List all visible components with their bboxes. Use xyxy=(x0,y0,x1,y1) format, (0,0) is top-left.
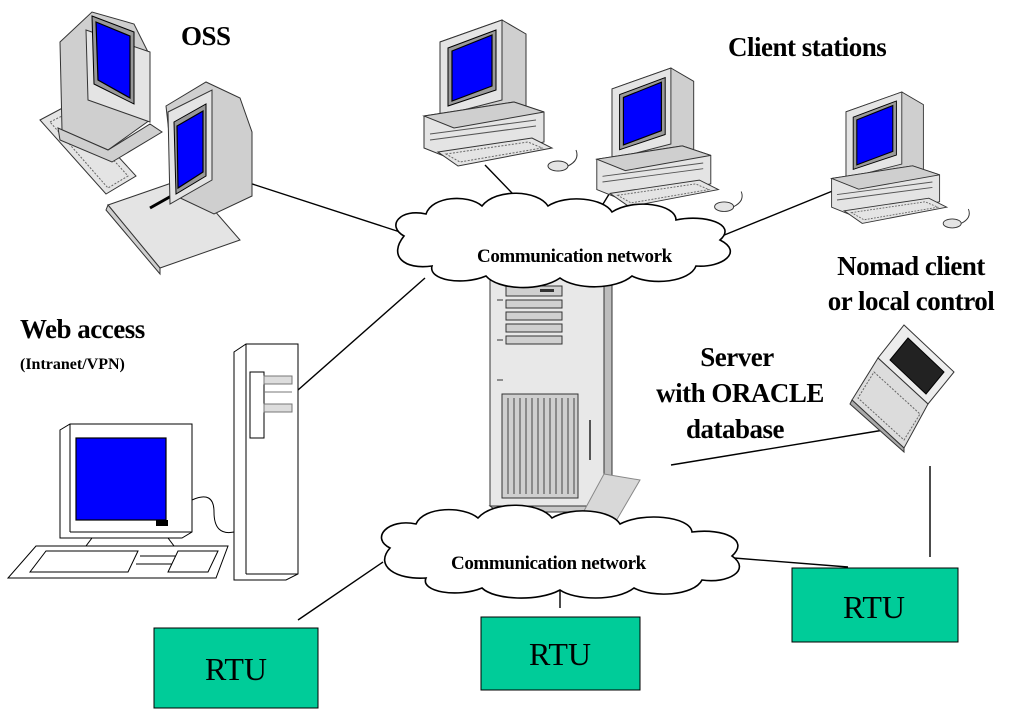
desktop-computer-icon xyxy=(6,343,299,581)
oss-workstation-icon xyxy=(39,11,253,276)
rtu-box: RTU xyxy=(153,627,319,709)
client-stations-label: Client stations xyxy=(728,32,886,62)
cloud-icon xyxy=(395,192,732,289)
rtu-box: RTU xyxy=(791,567,959,643)
cloud-icon xyxy=(380,504,741,599)
rtu-label: RTU xyxy=(843,589,905,625)
network-label-top: Communication network xyxy=(477,246,673,267)
client-station-icon xyxy=(423,19,578,172)
server-tower-icon xyxy=(488,275,641,529)
rtu-label: RTU xyxy=(205,651,267,687)
nomad-label-line1: Nomad client xyxy=(837,251,985,281)
client-station-icon xyxy=(596,67,743,213)
web-access-label: Web access xyxy=(20,314,145,344)
server-label-line2: with ORACLE xyxy=(656,378,824,408)
client-station-icon xyxy=(831,91,970,229)
laptop-icon xyxy=(849,324,955,454)
web-access-sublabel: (Intranet/VPN) xyxy=(20,356,125,373)
rtu-box: RTU xyxy=(480,616,641,691)
oss-label: OSS xyxy=(181,21,231,51)
nomad-label-line2: or local control xyxy=(828,286,995,316)
server-label-line3: database xyxy=(686,414,785,444)
server-label-line1: Server xyxy=(700,342,774,372)
network-label-bottom: Communication network xyxy=(451,553,647,574)
rtu-label: RTU xyxy=(529,636,591,672)
